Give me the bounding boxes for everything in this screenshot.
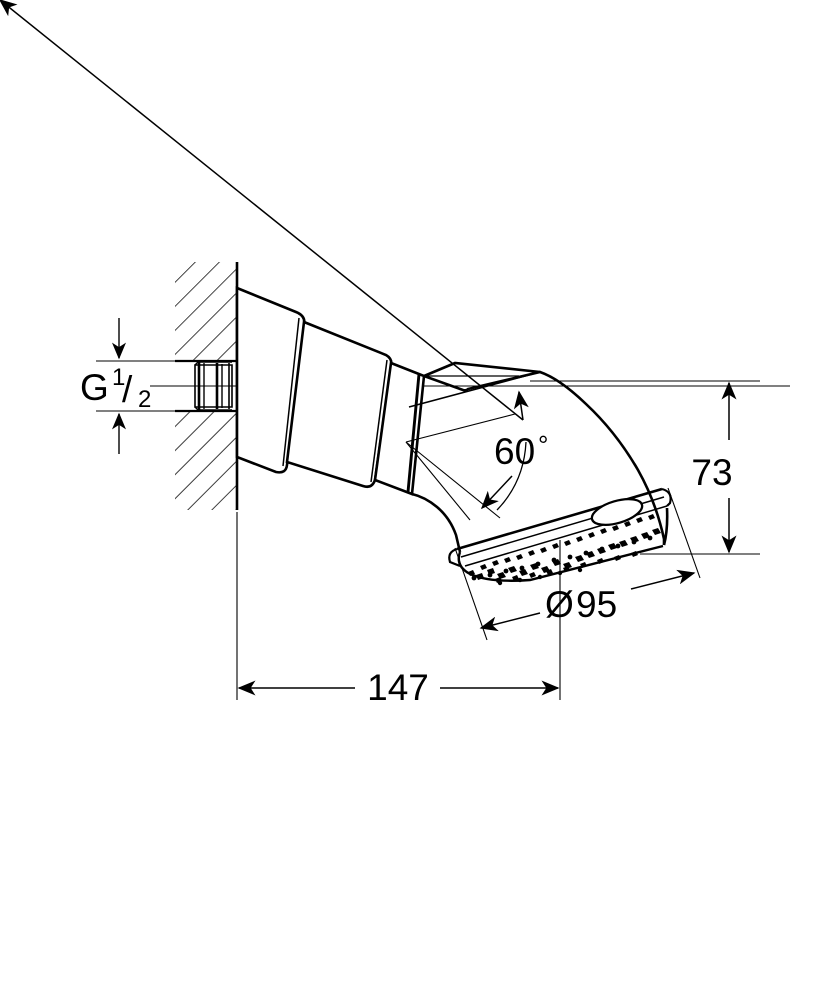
face-diameter-value: 95 [576, 584, 617, 625]
face-arrow-right [630, 569, 696, 590]
angle-constr-three [405, 441, 471, 521]
face-diameter-symbol: Ø [545, 584, 574, 625]
angle-arrow-up [0, 0, 524, 421]
thread-label-denominator: 2 [138, 386, 151, 413]
face-diameter-dimension [454, 487, 701, 641]
projection-dimension-value: 147 [367, 667, 429, 708]
height-dimension-value: 73 [691, 452, 732, 493]
angle-dimension [0, 0, 541, 521]
angle-dimension-value: 60 [494, 431, 535, 472]
thread-label-slash: / [122, 369, 133, 410]
oval-spray-selector[interactable] [589, 494, 645, 530]
thread-dimension [96, 318, 237, 454]
head-top-facet [423, 361, 541, 378]
head-right-silhouette [662, 507, 669, 546]
angle-plane-line [408, 371, 541, 408]
thread-label-numerator: 1 [112, 364, 125, 391]
angle-degree-symbol: ° [538, 430, 548, 460]
height-dimension [530, 380, 760, 555]
projection-dimension [236, 512, 561, 700]
thread-label-g: G [80, 367, 109, 408]
face-diameter-label: Ø 95 [545, 584, 617, 625]
face-ext-right [667, 487, 701, 579]
angle-label: 60 ° [494, 430, 548, 472]
head-upper-sweep [423, 370, 666, 545]
face-arrow-left [479, 612, 541, 632]
nozzle-array-face [468, 514, 661, 586]
angle-constr-one [405, 413, 516, 443]
thread-label: G 1 / 2 [80, 364, 151, 413]
angle-arrow-down [480, 475, 513, 510]
angle-arc [496, 441, 527, 511]
head-lower-throat [411, 492, 462, 553]
